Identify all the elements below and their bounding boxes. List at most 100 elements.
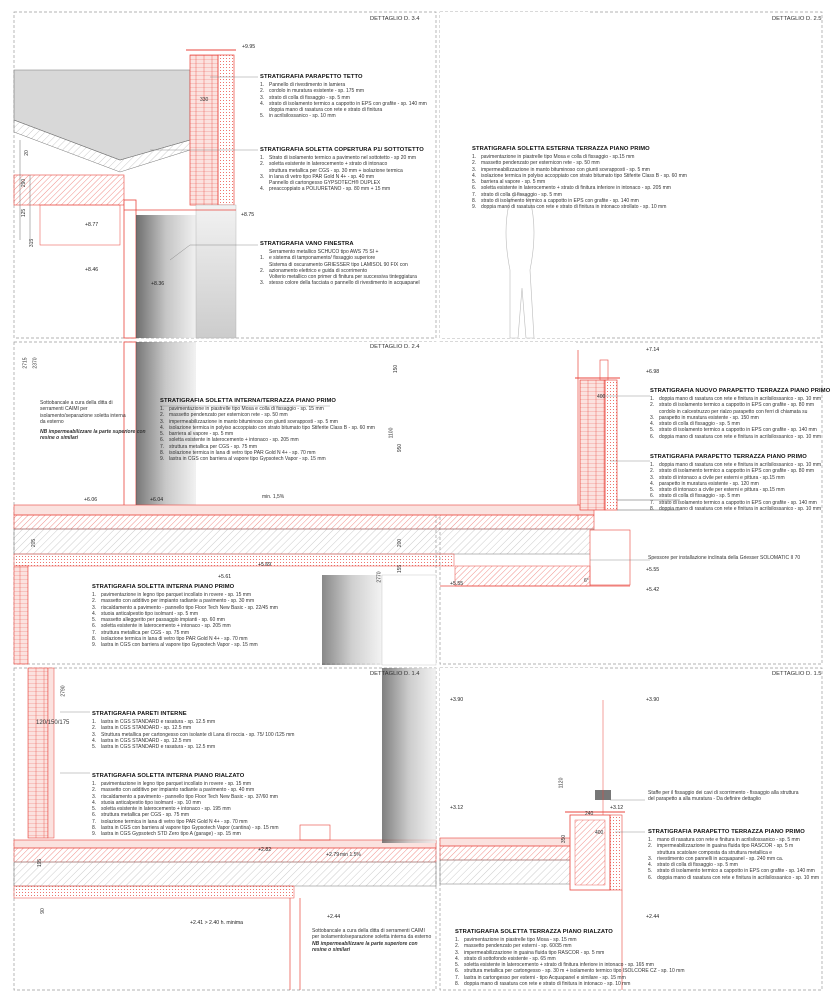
spec-item: 5.soletta esistente in laterocemento + i… (92, 806, 231, 813)
spec-item: struttura metallica per CGS - sp. 30 mm … (269, 167, 403, 174)
dimension: 350 (561, 834, 568, 844)
elevation-mark: +8.77 (85, 222, 99, 228)
spec-item: 7.struttura metallica per CGS - sp. 75 m… (160, 443, 258, 450)
section-title: STRATIGRAFIA SOLETTA INTERNA/TERRAZZA PI… (160, 398, 337, 404)
dimension: 125 (21, 208, 28, 218)
dimension: 205 (31, 538, 38, 548)
middle-left-section (13, 341, 680, 665)
spec-item: 6.struttura metallica per CGS - sp. 75 m… (92, 812, 190, 819)
section-title: STRATIGRAFIA NUOVO PARAPETTO TERRAZZA PI… (650, 388, 831, 394)
spec-item: 1.pavimentazione in legno tipo parquet i… (92, 781, 252, 787)
spec-item: 5.strato di isolamento termico a cappott… (650, 427, 817, 434)
spec-item: 6.doppia mano di rasatura con rete e fin… (650, 433, 822, 440)
spec-item: 2.massetto pendenzato per esternicon ret… (472, 160, 600, 167)
note-spessore: Spessore per installazione inclinata del… (648, 555, 801, 561)
dimension: 950 (397, 443, 404, 453)
section-title: STRATIGRAFIA SOLETTA TERRAZZA PIANO RIAL… (455, 929, 613, 935)
spec-item: 2.cordolo in muratura esistente - sp. 17… (260, 88, 365, 95)
spec-item: 4.preaccoppiato a POLIURETANO - sp. 80 m… (260, 186, 391, 193)
spec-item: 5.barriera al vapore - sp. 5 mm (472, 179, 546, 186)
spec-item: 2.massetto pendenzato per esterni - sp. … (455, 943, 572, 950)
spec-item: 1.doppia mano di rasatura con rete e fin… (650, 462, 822, 468)
spec-item: 3.strato di colla di fissaggio - sp. 5 m… (260, 94, 350, 101)
spec-item: 3.impermeabilizzazione in manto bitumino… (472, 166, 650, 173)
spec-item: 5.massetto alleggerito per passaggio imp… (92, 617, 225, 624)
roof-section (13, 49, 258, 339)
spec-item: 3.stesso colore della facciata o pannell… (260, 280, 420, 287)
section-title: STRATIGRAFIA VANO FINESTRA (260, 241, 354, 247)
section-title: STRATIGRAFIA PARETI INTERNE (92, 711, 187, 717)
elevation-mark: +2.44 (327, 914, 341, 920)
dimension: 155 (397, 564, 404, 574)
section-title: STRATIGRAFIA SOLETTA INTERNA PIANO PRIMO (92, 584, 235, 590)
detail-label-3-4: DETTAGLIO D. 3.4 (370, 16, 420, 22)
elevation-mark: +6.98 (646, 369, 660, 375)
spec-item: 5.strato di intonaco a civile per estern… (650, 487, 785, 494)
bottom-left-section (13, 667, 437, 990)
elevation-mark: +3.12 (450, 805, 464, 811)
spec-item: 1.pavimentazione in piastrelle tipo Mosa… (472, 154, 635, 160)
spec-item: 5.barriera al vapore - sp. 5 mm (160, 431, 234, 438)
detail-label-1-4: DETTAGLIO D. 1.4 (370, 671, 420, 677)
dimension: 315 (29, 238, 36, 248)
spec-item: 2.impermeabilizzazione in guaina fluida … (648, 843, 794, 850)
middle-lower-section (322, 574, 437, 666)
spec-item: 2.lastra in CGS STANDARD - sp. 12.5 mm (92, 725, 192, 732)
spec-item: 1.pavimentazione in legno tipo parquet i… (92, 592, 252, 598)
spec-item: 5.in acrilsilossanico - sp. 10 mm (260, 113, 336, 120)
spec-item: 5.soletta esistente in laterocemento + s… (455, 962, 654, 969)
spec-item: 6.soletta esistente in laterocemento + i… (160, 437, 299, 444)
dimension: 240 (585, 811, 594, 817)
spec-item: 8.doppia mano di rasatura con rete e str… (455, 981, 631, 988)
elevation-mark: +2.44 (646, 914, 660, 920)
dimension: 90 (39, 908, 46, 914)
dimension: 400 (597, 394, 606, 400)
spec-item: 1.pavimentazione in piastrelle tipo Mosa… (160, 406, 324, 412)
section-list: 1.pavimentazione in piastrelle tipo Mosa… (160, 406, 375, 463)
elevation-mark: +3.12 (610, 805, 624, 811)
spec-item: 9.lastra in CGS Gypsotech STD Zero tipo … (92, 831, 241, 838)
dimension: 1120 (558, 777, 565, 789)
elevation-mark: +8.36 (151, 281, 165, 287)
section-list: 1.pavimentazione in legno tipo parquet i… (92, 592, 278, 649)
spec-item: 3.impermeabilizzazione in guaina fluida … (455, 949, 605, 956)
spec-item: 4.strato di colla di fissaggio - sp. 5 m… (650, 421, 740, 428)
slope-label: min 1.5% (340, 852, 361, 858)
elevation-mark: +5.61 (218, 574, 232, 580)
section-list: 1.pavimentazione in legno tipo parquet i… (92, 781, 279, 838)
spec-item: 7.struttura metallica per CGS - sp. 75 m… (92, 629, 190, 636)
section-list: 1.Strato di isolamento termico a pavimen… (260, 155, 416, 193)
spec-item: 1.doppia mano di rasatura con rete e fin… (650, 396, 822, 402)
spec-item: 7.strato di isolamento termico a cappott… (650, 499, 817, 506)
slope-label: min. 1,5% (262, 494, 285, 500)
section-title: STRATIGRAFIA SOLETTA ESTERNA TERRAZZA PI… (472, 146, 650, 152)
spec-item: 3.impermeabilizzazione in manto bitumino… (160, 418, 338, 425)
spec-item: Serramento metallico SCHUCO tipo AWS 75 … (269, 249, 379, 255)
spec-item: 7.isolazione termica in lana di vetro ti… (92, 818, 248, 825)
spec-item: 2.massetto pendenzato per esternicon ret… (160, 412, 288, 419)
section-title: STRATIGRAFIA SOLETTA INTERNA PIANO RIALZ… (92, 773, 245, 779)
spec-item: 3.rivestimento con pannelli in acquapane… (648, 855, 784, 862)
spec-item: 3.strato di intonaco a civile per estern… (650, 474, 785, 481)
spec-item: Volterio metallico con primer di finitur… (269, 274, 417, 281)
spec-item: 1.mano di rasatura con rete e finitura i… (648, 837, 800, 843)
spec-item: 2.massetto con additivo per impianto rad… (92, 598, 255, 605)
dimension: 20 (23, 150, 30, 156)
elevation-mark: +6.04 (150, 497, 164, 503)
spec-item: struttura scatolare composta da struttur… (657, 849, 773, 856)
spec-item: 4.stuoia anticalpestio tipo isolmant - s… (92, 799, 201, 806)
spec-item: 4.strato di sottofondo esistente - sp. 6… (455, 955, 556, 962)
spec-item: 2.strato di isolamento termico a cappott… (650, 468, 815, 475)
elevation-mark: +5.55 (450, 581, 464, 587)
spec-item: doppia mano di rasatura con rete e strat… (269, 107, 383, 114)
spec-item: 5.lastra in CGS STANDARD e rasatura - sp… (92, 744, 216, 751)
spec-item: 8.lastra in CGS con barriera al vapore t… (92, 825, 279, 832)
spec-item: 3.parapetto in muratura esistente - sp. … (650, 414, 759, 421)
detail-label-1-5: DETTAGLIO D. 1.5 (772, 671, 822, 677)
spec-item: 8.strato di isolamento termico a cappott… (472, 198, 639, 205)
spec-item: cordolo in calcestruzzo per rialzo parap… (659, 408, 808, 415)
bottom-right-section (439, 668, 645, 990)
spec-item: 1.pavimentazione in piastrelle tipo Mosa… (455, 937, 577, 943)
